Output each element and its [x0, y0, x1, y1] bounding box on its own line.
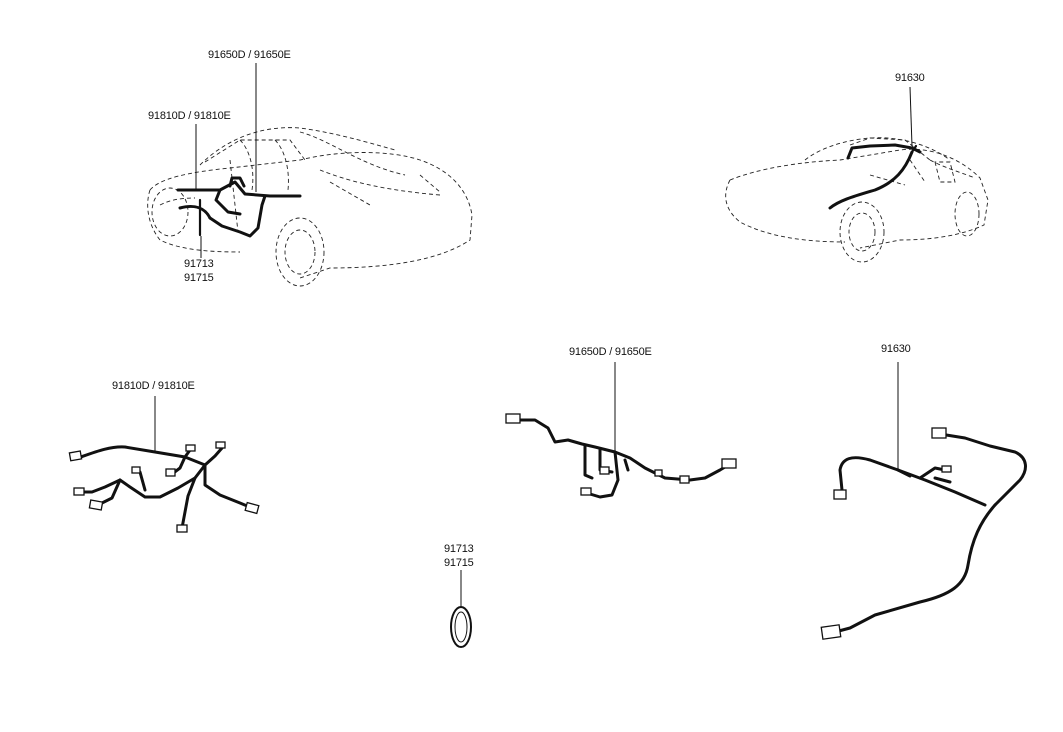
label-91715-car: 91715	[184, 272, 214, 284]
label-91713-car: 91713	[184, 258, 214, 270]
car1-harness	[176, 176, 302, 238]
label-91650-part: 91650D / 91650E	[569, 346, 652, 358]
grommet-91713	[450, 570, 472, 648]
label-91630-part: 91630	[881, 343, 911, 355]
label-91810-part: 91810D / 91810E	[112, 380, 195, 392]
harness-91650	[505, 362, 737, 499]
car-front-view	[147, 127, 473, 287]
label-91630-car: 91630	[895, 72, 925, 84]
label-91810-car: 91810D / 91810E	[148, 110, 231, 122]
harness-91810	[68, 396, 260, 533]
car-rear-view	[725, 137, 989, 263]
label-91650-car: 91650D / 91650E	[208, 49, 291, 61]
label-91713-part: 91713	[444, 543, 474, 555]
harness-91630	[820, 362, 1027, 640]
label-91715-part: 91715	[444, 557, 474, 569]
car2-harness	[828, 143, 922, 210]
